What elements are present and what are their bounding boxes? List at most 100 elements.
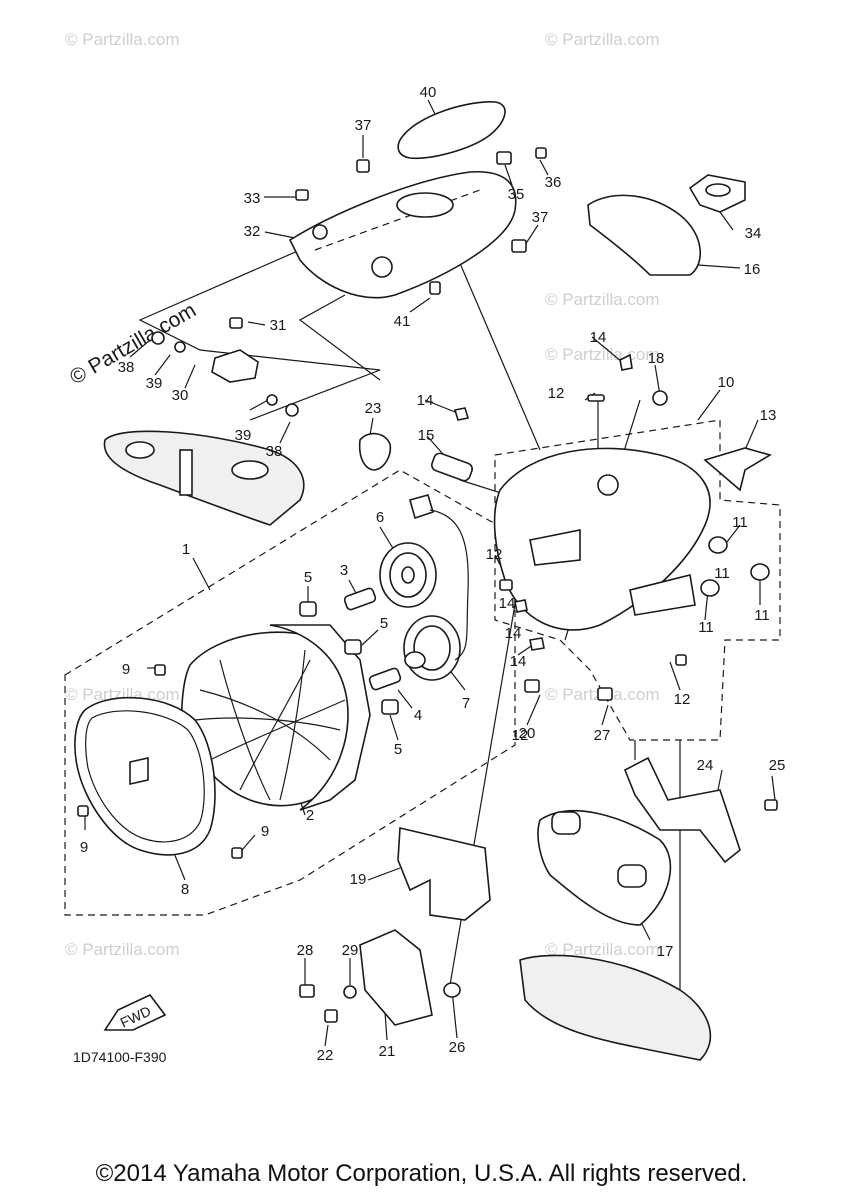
headlight-lens [181,631,362,807]
callout-number: 5 [304,569,312,586]
callout-number: 16 [744,261,761,278]
callout-number: 34 [745,225,762,242]
callouts: 1 2 3 4 5 5 5 6 7 8 9 9 9 10 11 11 11 11… [80,84,786,1064]
meter-bracket [211,349,259,383]
collar [750,563,770,581]
callout-number: 24 [697,757,714,774]
wire-connector [409,494,434,520]
bulb [368,667,402,691]
callout-number: 29 [342,942,359,959]
callout-number: 14 [417,392,434,409]
watermark: © Partzilla.com [545,290,660,309]
callout-number: 35 [508,186,525,203]
housing-bracket [529,529,581,566]
lower-bracket [537,809,672,926]
fwd-arrow: FWD [103,993,167,1031]
callout-number: 38 [266,443,283,460]
bracket-post [179,449,193,496]
meter-cover [397,101,506,160]
callout-number: 11 [714,565,730,582]
socket [381,699,399,715]
callout-number: 39 [146,375,163,392]
callout-number: 30 [172,387,189,404]
callout-number: 37 [355,117,372,134]
watermark: © Partzilla.com [65,940,180,959]
stay [623,756,741,864]
callout-number: 27 [594,727,611,744]
cap-hole [705,183,731,197]
callout-number: 32 [244,223,261,240]
assembly-outline-headlight [64,469,516,916]
collar [700,579,720,597]
wire [429,509,469,661]
bracket-sleeve [551,811,581,835]
callout-number: 40 [420,84,437,101]
bracket-sleeve [617,864,647,888]
callout-number: 11 [732,514,748,531]
callout-number: 9 [261,823,269,840]
callout-number: 8 [181,881,189,898]
fasteners [77,147,778,1023]
callout-number: 1 [182,541,190,558]
callout-number: 23 [365,400,382,417]
callout-number: 33 [244,190,261,207]
callout-number: 12 [512,727,529,744]
callout-number: 18 [648,350,665,367]
unit-6 [379,542,437,608]
callout-number: 10 [718,374,735,391]
callout-number: 13 [760,407,777,424]
collar [708,536,728,554]
socket-cover [431,452,473,482]
callout-number: 11 [754,607,770,624]
clip [703,447,773,492]
headlight-body [269,624,371,811]
callout-number: 31 [270,317,287,334]
callout-number: 12 [486,546,503,563]
under-bracket [519,954,712,1061]
callout-number: 14 [590,329,607,346]
leader-lines [84,99,776,1047]
upper-cover [288,170,517,299]
diagram-code: 1D74100-F390 [73,1049,167,1065]
watermark: © Partzilla.com [545,940,660,959]
callout-number: 12 [548,385,565,402]
callout-number: 28 [297,942,314,959]
callout-number: 25 [769,757,786,774]
housing-bracket [629,574,696,616]
callout-number: 6 [376,509,384,526]
housing-grommet [597,474,619,496]
upper-bracket [103,430,305,526]
bracket-hole [125,441,155,459]
watermark: © Partzilla.com [545,345,660,364]
callout-number: 7 [462,695,470,712]
lower-cover [397,827,491,921]
lower-stay [359,929,433,1026]
watermark: © Partzilla.com [65,30,180,49]
callout-number: 26 [449,1039,466,1056]
callout-number: 41 [394,313,411,330]
callout-number: 9 [80,839,88,856]
upper-cover-detail [314,189,481,251]
socket [344,639,362,655]
callout-number: 21 [379,1043,396,1060]
side-cover [587,194,702,276]
callout-number: 11 [698,619,714,636]
callout-number: 19 [350,871,367,888]
watermark: © Partzilla.com [545,30,660,49]
clamp [358,432,392,471]
callout-number: 17 [657,943,674,960]
socket [299,601,317,617]
rim-bracket [129,757,149,785]
callout-number: 22 [317,1047,334,1064]
callout-number: 5 [394,741,402,758]
callout-number: 39 [235,427,252,444]
upper-cover-hole [312,224,328,240]
callout-number: 2 [306,807,314,824]
callout-number: 15 [418,427,435,444]
callout-number: 14 [499,595,516,612]
upper-cover-hole [371,256,393,278]
callout-number: 38 [118,359,135,376]
unit-7 [403,615,461,681]
bracket-hole [231,460,269,480]
